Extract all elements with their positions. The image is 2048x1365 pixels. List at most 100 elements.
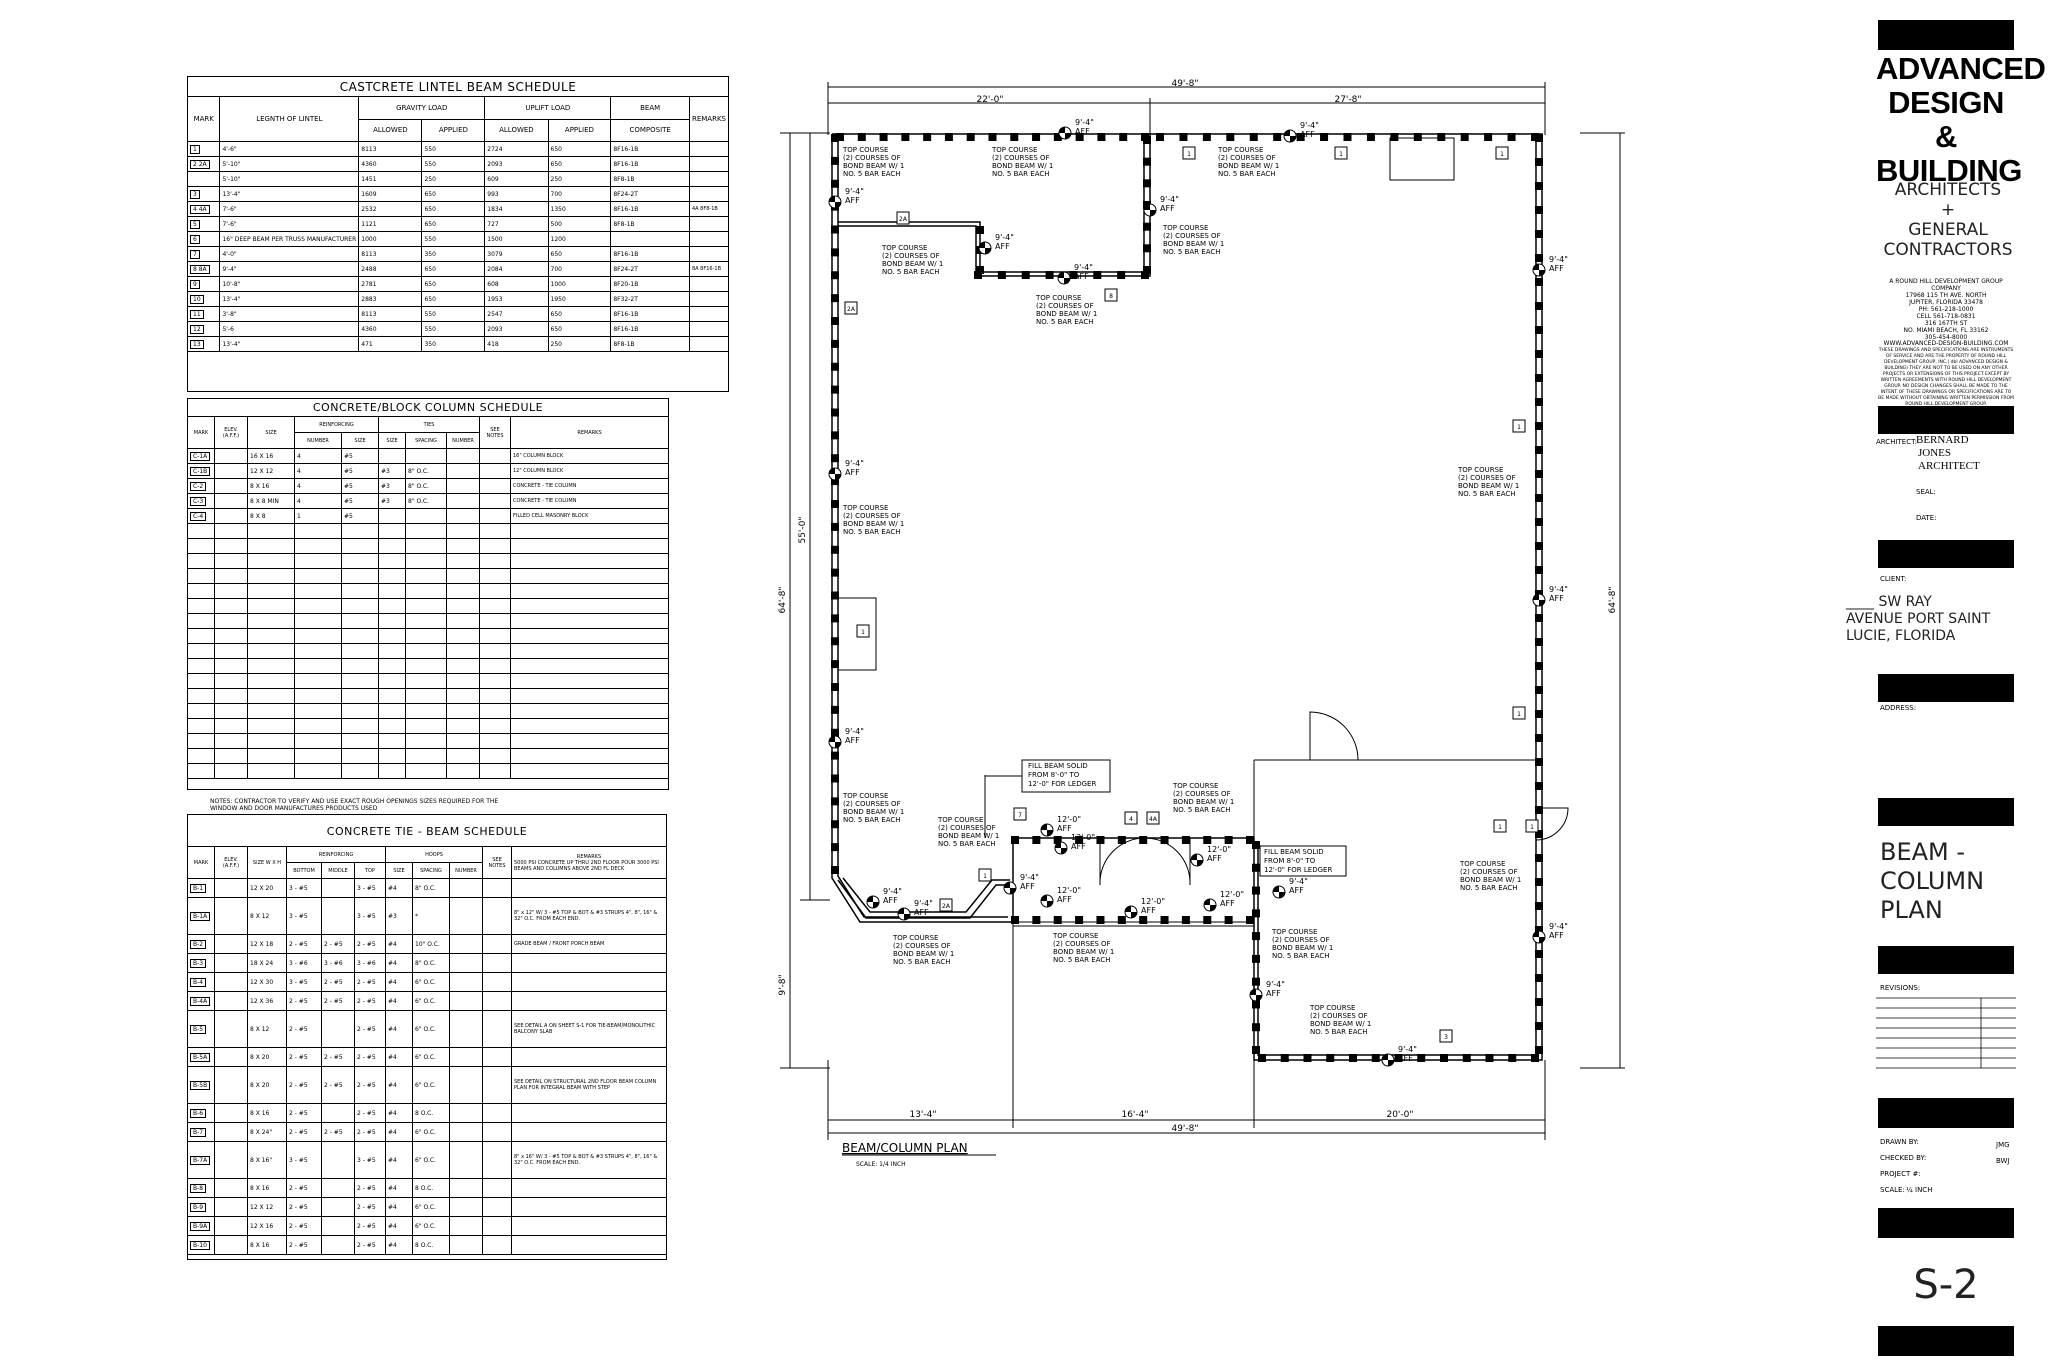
lintel-tag-label: 4 (1129, 816, 1133, 823)
table-cell: 12 X 12 (247, 463, 295, 479)
table-cell: 993 (484, 186, 549, 202)
lintel-tag-label: 7 (1018, 812, 1022, 819)
table-cell: 8 X 16 (247, 1235, 287, 1255)
architect-label: ARCHITECT: (1876, 438, 1917, 446)
table-cell (479, 478, 511, 494)
table-cell: #5 (341, 508, 379, 524)
elevation-value: 9'-4" (1075, 118, 1094, 127)
column-marker (1010, 133, 1019, 141)
table-cell: 3 - #5 (286, 972, 322, 992)
table-cell (482, 1178, 512, 1198)
table-cell (688, 276, 730, 292)
table-cell: 2 - #5 (321, 1047, 355, 1067)
column-marker (831, 751, 839, 760)
table-cell (405, 538, 447, 554)
col-mark: MARK (187, 846, 215, 879)
table-cell (321, 1010, 355, 1048)
table-cell (482, 1047, 512, 1067)
table-cell (214, 478, 248, 494)
dim-top-right: 27'-8" (1334, 95, 1361, 105)
elevation-aff: AFF (1220, 899, 1235, 908)
lintel-tag-box (844, 301, 858, 315)
dim-top-total: 49'-8" (1171, 79, 1198, 89)
column-marker (1143, 136, 1151, 144)
bond-beam-note-line: NO. 5 BAR EACH (1458, 490, 1516, 498)
elevation-value: 9'-4" (1398, 1045, 1417, 1054)
lintel-tag: 4A (1146, 811, 1160, 825)
table-cell: #4 (385, 1047, 413, 1067)
column-row (187, 643, 669, 659)
firm-subtitle: ARCHITECTS + GENERAL CONTRACTORS (1868, 180, 2028, 260)
table-cell: 10'-8" (219, 276, 360, 292)
drawn-by-value: JMG (1996, 1141, 2010, 1149)
table-cell (378, 613, 406, 629)
table-cell: #4 (385, 972, 413, 992)
table-cell: 8 X 24" (247, 1122, 287, 1142)
table-cell (378, 658, 406, 674)
table-cell (294, 718, 342, 734)
table-cell: 650 (547, 306, 612, 322)
table-cell (511, 1047, 667, 1067)
column-marker (1535, 182, 1543, 190)
table-cell (378, 643, 406, 659)
column-marker (974, 271, 982, 279)
table-cell (294, 523, 342, 539)
table-cell: 650 (547, 321, 612, 337)
mark-tag: B-3 (190, 958, 207, 968)
table-cell (187, 628, 215, 644)
column-marker (1252, 886, 1260, 895)
column-marker (836, 133, 844, 141)
col-see-notes: SEE NOTES (479, 416, 511, 449)
elevation-value: 9'-4" (995, 233, 1014, 242)
table-cell (510, 568, 669, 584)
elevation-aff: AFF (1398, 1054, 1413, 1063)
table-cell (449, 1047, 483, 1067)
mark-tag: 3 (190, 189, 200, 199)
sheet-title-3: PLAN (1880, 896, 1943, 924)
table-cell (187, 613, 215, 629)
column-marker (1053, 836, 1062, 844)
table-cell (247, 673, 295, 689)
table-cell: 8" O.C. (405, 493, 447, 509)
table-cell (214, 1103, 248, 1123)
elevation-marker: 9'-4"AFF (828, 459, 864, 481)
bond-beam-note-line: TOP COURSE (1459, 860, 1505, 868)
table-cell: 2 - #5 (354, 991, 386, 1011)
col-composite: COMPOSITE (610, 118, 690, 142)
column-marker (831, 545, 839, 554)
table-cell: B-9 (187, 1197, 215, 1217)
column-row (187, 628, 669, 644)
table-cell: 2 - #5 (354, 1216, 386, 1236)
table-cell (446, 658, 480, 674)
table-cell: 650 (421, 201, 486, 217)
table-cell (405, 628, 447, 644)
table-cell: 6" O.C. (412, 1047, 450, 1067)
elevation-marker: 9'-4"AFF (866, 887, 902, 909)
lintel-tag: 1 (1182, 146, 1196, 160)
table-cell (446, 613, 480, 629)
client-address: ____ SW RAY AVENUE PORT SAINT LUCIE, FLO… (1846, 594, 1990, 645)
dim-bottom-total: 49'-8" (1171, 1124, 1198, 1134)
column-marker (1535, 638, 1543, 646)
table-cell: B-9A (187, 1216, 215, 1236)
table-cell: 650 (547, 141, 612, 157)
table-cell (688, 231, 730, 247)
table-cell: 4 (294, 463, 342, 479)
table-cell: 650 (421, 186, 486, 202)
elevation-value: 9'-4" (914, 899, 933, 908)
table-cell (214, 733, 248, 749)
tie-beam-table: MARK ELEV. (A.F.F.) SIZE W X H REINFORCI… (187, 846, 667, 1255)
table-cell (214, 553, 248, 569)
title-bar-architect (1878, 406, 2014, 434)
table-cell (214, 1178, 248, 1198)
column-marker (1531, 1054, 1539, 1062)
col-see-notes: SEE NOTES (482, 846, 512, 879)
bond-beam-note-line: NO. 5 BAR EACH (882, 268, 940, 276)
table-cell: 1200 (547, 231, 612, 247)
